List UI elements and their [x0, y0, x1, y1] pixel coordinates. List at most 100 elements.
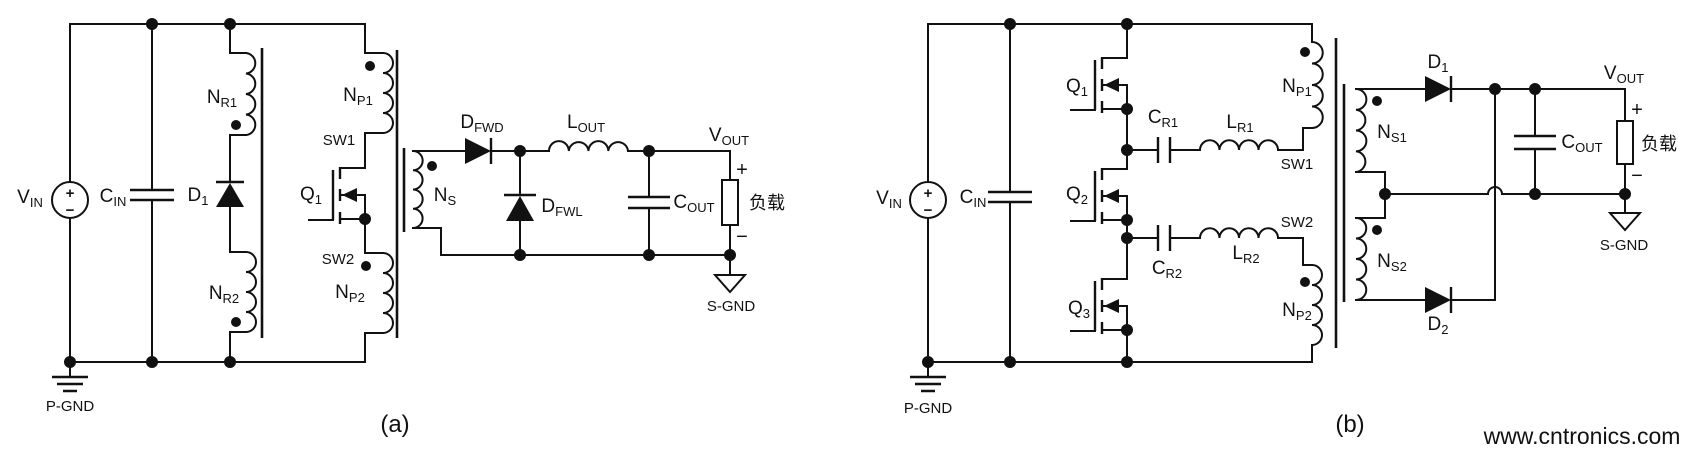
label-cr1: CR1 — [1148, 107, 1178, 130]
winding-np2-b — [1311, 264, 1323, 346]
label-sw1-a: SW1 — [323, 132, 356, 149]
mosfet-q3-b — [1070, 278, 1128, 334]
label-pgnd-a: P-GND — [46, 398, 95, 415]
winding-ns1 — [1355, 88, 1368, 173]
diode-d1-a — [216, 183, 244, 207]
diode-dfwl — [506, 196, 534, 221]
winding-ns2 — [1355, 217, 1368, 301]
mosfet-q1-a — [308, 167, 366, 224]
label-cin-b: CIN — [960, 187, 987, 210]
label-dfwl: DFWL — [541, 196, 582, 219]
winding-np2-a — [382, 252, 394, 334]
load-resistor-b — [1616, 120, 1634, 165]
inductor-lr2 — [1199, 227, 1279, 239]
label-sgnd-a: S-GND — [707, 298, 756, 315]
label-vin-a: VIN — [17, 187, 43, 210]
cout-capacitor-a — [628, 195, 670, 210]
junction-dots-a — [64, 18, 736, 368]
label-cout-a: COUT — [673, 192, 714, 215]
label-sw2-b: SW2 — [1281, 214, 1314, 231]
diode-d2-b — [1425, 287, 1451, 313]
cin-capacitor-a — [130, 188, 174, 202]
label-ns: NS — [434, 185, 457, 208]
cout-capacitor-b — [1514, 134, 1556, 151]
label-d2-b: D2 — [1428, 314, 1449, 337]
cin-capacitor-b — [988, 190, 1032, 204]
label-dfwd: DFWD — [460, 112, 503, 135]
caption-b: (b) — [1335, 411, 1364, 438]
body-diode-arrow-icon — [1104, 78, 1119, 92]
label-np1-a: NP1 — [343, 85, 373, 108]
vout-minus-b: − — [1631, 165, 1643, 187]
label-nr2: NR2 — [209, 283, 239, 306]
wires-b — [927, 23, 1626, 378]
mosfet-q1-b — [1070, 57, 1128, 113]
schematic-a: + − — [17, 18, 785, 438]
vout-plus-b: + — [1631, 99, 1643, 121]
load-resistor-a — [721, 179, 739, 226]
label-sgnd-b: S-GND — [1600, 237, 1649, 254]
body-diode-arrow-icon — [1104, 299, 1119, 313]
label-np2-a: NP2 — [335, 282, 365, 305]
vout-plus-a: + — [736, 159, 748, 181]
cr2-capacitor — [1156, 225, 1172, 251]
label-cr2: CR2 — [1152, 258, 1182, 281]
vin-plus-sign-a: + — [66, 185, 75, 202]
label-q3-b: Q3 — [1068, 298, 1090, 321]
schematic-b: + − — [876, 18, 1677, 438]
vin-minus-sign-b: − — [924, 202, 933, 219]
pgnd-symbol-a — [52, 375, 88, 393]
label-np2-b: NP2 — [1282, 300, 1312, 323]
label-vout-a: VOUT — [709, 125, 749, 148]
body-diode-arrow-icon — [1104, 189, 1119, 203]
diode-dfwd — [465, 138, 491, 164]
label-q2-b: Q2 — [1066, 184, 1088, 207]
vout-minus-a: − — [736, 226, 748, 248]
label-vout-b: VOUT — [1604, 63, 1644, 86]
polarity-dots-a — [231, 61, 437, 327]
diode-d1-b — [1425, 76, 1451, 102]
wires-a — [69, 23, 731, 378]
label-ns2: NS2 — [1377, 251, 1407, 274]
watermark: www.cntronics.com — [1483, 423, 1681, 449]
label-d1-b: D1 — [1428, 52, 1449, 75]
label-sw2-a: SW2 — [322, 251, 355, 268]
label-lr2: LR2 — [1232, 243, 1259, 266]
vin-plus-sign-b: + — [924, 185, 933, 202]
body-diode-arrow-icon — [342, 188, 357, 202]
inductor-lr1 — [1199, 139, 1279, 151]
junction-dots-b — [922, 18, 1631, 368]
winding-np1-a — [382, 52, 394, 134]
label-d1-a: D1 — [188, 185, 209, 208]
cr1-capacitor — [1156, 137, 1172, 163]
inductor-lout — [548, 140, 629, 152]
vin-source-a — [51, 181, 89, 219]
mosfet-q2-b — [1070, 168, 1128, 224]
label-pgnd-b: P-GND — [904, 400, 953, 417]
label-load-b: 负载 — [1641, 134, 1677, 155]
vin-source-b — [909, 181, 947, 219]
label-vin-b: VIN — [876, 188, 902, 211]
label-lr1: LR1 — [1226, 112, 1253, 135]
label-np1-b: NP1 — [1282, 76, 1312, 99]
winding-nr2 — [245, 251, 257, 333]
label-cin-a: CIN — [100, 186, 127, 209]
label-sw1-b: SW1 — [1281, 156, 1314, 173]
label-nr1: NR1 — [207, 87, 237, 110]
sgnd-symbol-a — [712, 274, 748, 294]
label-lout: LOUT — [567, 112, 605, 135]
winding-ns — [412, 150, 424, 229]
label-q1-b: Q1 — [1066, 76, 1088, 99]
pgnd-symbol-b — [910, 375, 946, 393]
winding-nr1 — [245, 52, 257, 136]
winding-np1-b — [1311, 41, 1324, 129]
caption-a: (a) — [380, 411, 409, 438]
label-cout-b: COUT — [1561, 132, 1602, 155]
label-q1-a: Q1 — [300, 184, 322, 207]
polarity-dots-b — [1300, 47, 1382, 287]
label-ns1: NS1 — [1377, 122, 1407, 145]
sgnd-symbol-b — [1607, 212, 1643, 232]
vin-minus-sign-a: − — [66, 202, 75, 219]
